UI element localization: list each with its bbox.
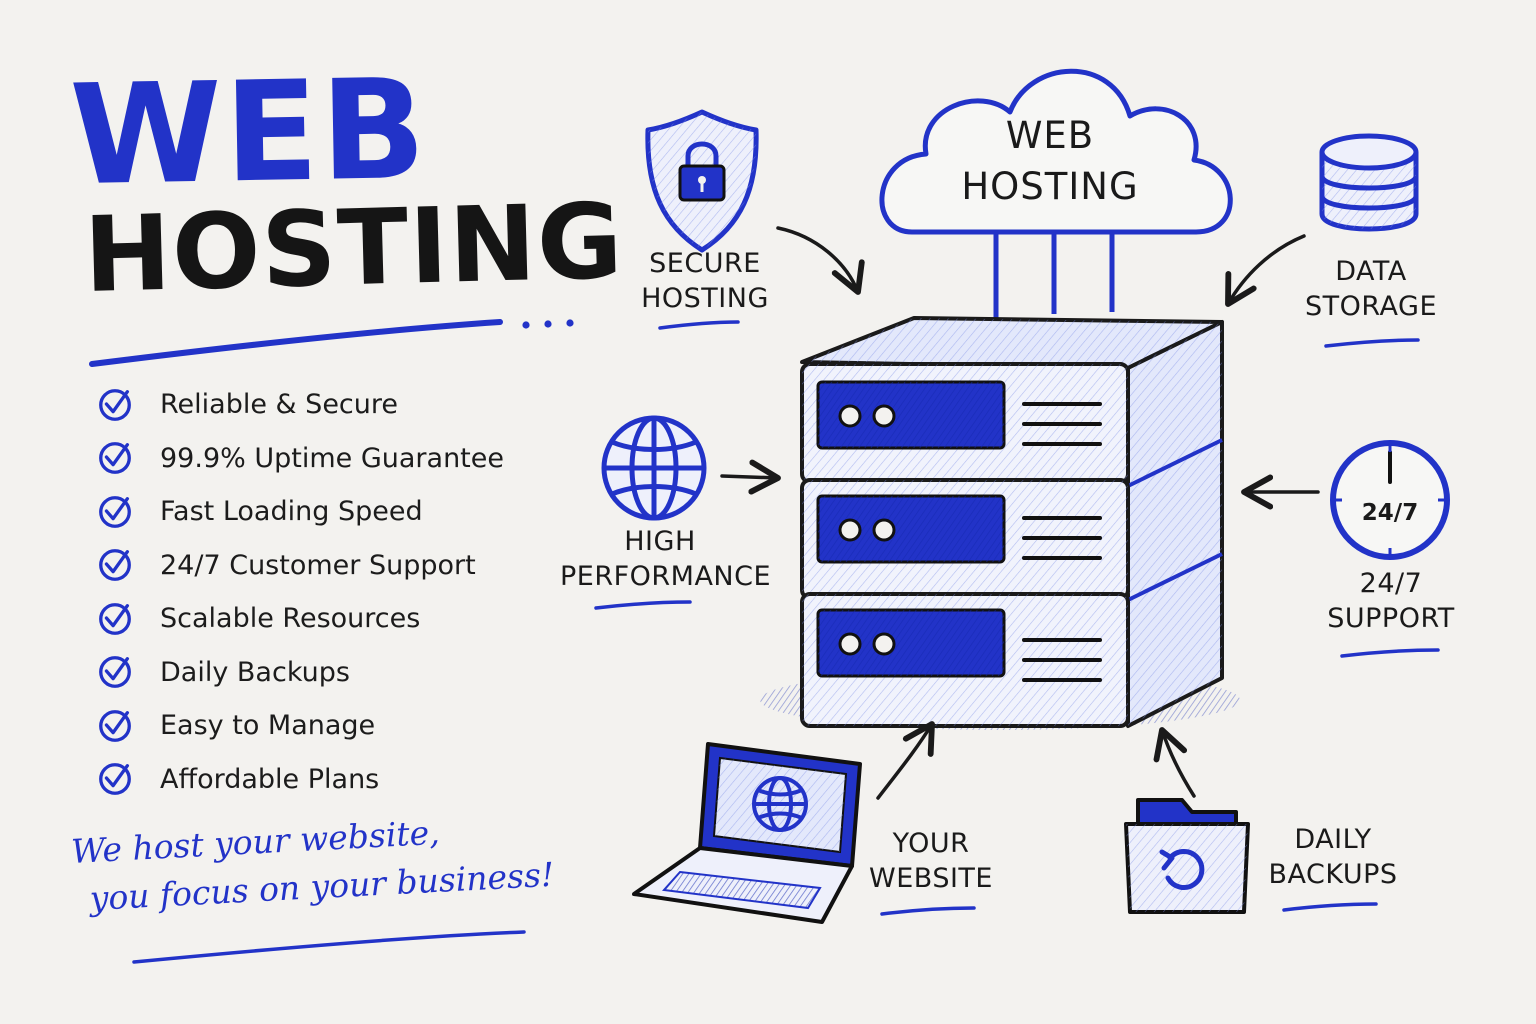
feature-item: Fast Loading Speed: [96, 485, 576, 539]
feature-label: Affordable Plans: [160, 763, 380, 795]
cloud-server-cables: [993, 232, 1115, 318]
check-circle-icon: [99, 495, 131, 528]
tagline-underline: [132, 930, 526, 964]
server-stack-icon: [760, 316, 1240, 730]
feature-item: Scalable Resources: [96, 592, 576, 646]
arrow-backups-to-server: [1153, 727, 1196, 798]
label-underlines: [594, 320, 1440, 916]
arrow-performance-to-server: [720, 459, 781, 495]
feature-label: Daily Backups: [160, 656, 350, 688]
feature-label: Fast Loading Speed: [160, 496, 423, 528]
check-circle-icon: [99, 656, 131, 689]
cloud-label-line-2: HOSTING: [961, 165, 1139, 209]
database-icon: [1319, 133, 1419, 232]
arrow-secure-to-server: [776, 226, 865, 295]
cloud-label: WEB HOSTING: [940, 110, 1160, 212]
title-dots: [522, 319, 574, 329]
label-support: 24/7 SUPPORT: [1316, 566, 1466, 636]
title-line-1: WEB: [68, 48, 430, 217]
clock-icon: 24/7: [1330, 440, 1450, 560]
feature-item: Reliable & Secure: [96, 378, 576, 432]
label-line: STORAGE: [1304, 291, 1438, 323]
check-circle-icon: [99, 709, 131, 742]
check-circle-icon: [99, 388, 131, 421]
check-circle-icon: [99, 549, 131, 582]
label-line: 24/7: [1359, 568, 1423, 599]
label-line: WEBSITE: [869, 863, 993, 895]
server-unit-3: [800, 592, 1130, 728]
label-line: SECURE: [649, 248, 761, 279]
feature-list: Reliable & Secure 99.9% Uptime Guarantee…: [96, 378, 576, 806]
feature-item: Easy to Manage: [96, 699, 576, 753]
feature-item: 24/7 Customer Support: [96, 539, 576, 593]
feature-label: Easy to Manage: [160, 710, 376, 742]
label-secure-hosting: SECURE HOSTING: [630, 246, 780, 316]
label-line: BACKUPS: [1268, 859, 1398, 891]
label-line: SUPPORT: [1327, 603, 1455, 635]
title-line-2: HOSTING: [82, 179, 625, 317]
label-your-website: YOUR WEBSITE: [856, 826, 1006, 896]
label-line: YOUR: [892, 828, 970, 859]
feature-label: Reliable & Secure: [160, 389, 399, 421]
label-high-performance: HIGH PERFORMANCE: [560, 524, 772, 594]
clock-icon-text: 24/7: [1362, 500, 1418, 526]
check-circle-icon: [99, 763, 131, 796]
label-line: PERFORMANCE: [560, 561, 772, 593]
server-unit-2: [800, 478, 1130, 600]
arrow-website-to-server: [876, 721, 935, 800]
cloud-label-line-1: WEB: [1005, 114, 1095, 157]
feature-item: 99.9% Uptime Guarantee: [96, 432, 576, 486]
label-data-storage: DATA STORAGE: [1296, 254, 1446, 324]
label-line: HOSTING: [641, 283, 769, 315]
label-line: DAILY: [1294, 824, 1372, 855]
title-underline: [89, 319, 503, 367]
feature-label: 24/7 Customer Support: [160, 549, 476, 581]
label-line: HIGH: [624, 526, 696, 557]
server-unit-1: [800, 362, 1130, 484]
backup-folder-icon: [1124, 798, 1250, 914]
cloud-icon: [879, 68, 1233, 235]
shield-lock-icon: [645, 109, 759, 253]
feature-label: 99.9% Uptime Guarantee: [160, 442, 504, 474]
feature-item: Affordable Plans: [96, 753, 576, 807]
arrow-storage-to-server: [1225, 234, 1306, 307]
feature-label: Scalable Resources: [160, 603, 421, 635]
laptop-icon: [632, 742, 862, 924]
globe-icon: [601, 415, 707, 521]
check-circle-icon: [99, 442, 131, 475]
feature-item: Daily Backups: [96, 646, 576, 700]
check-circle-icon: [99, 602, 131, 635]
label-daily-backups: DAILY BACKUPS: [1258, 822, 1408, 892]
label-line: DATA: [1335, 256, 1407, 287]
connector-arrows: [720, 226, 1320, 800]
